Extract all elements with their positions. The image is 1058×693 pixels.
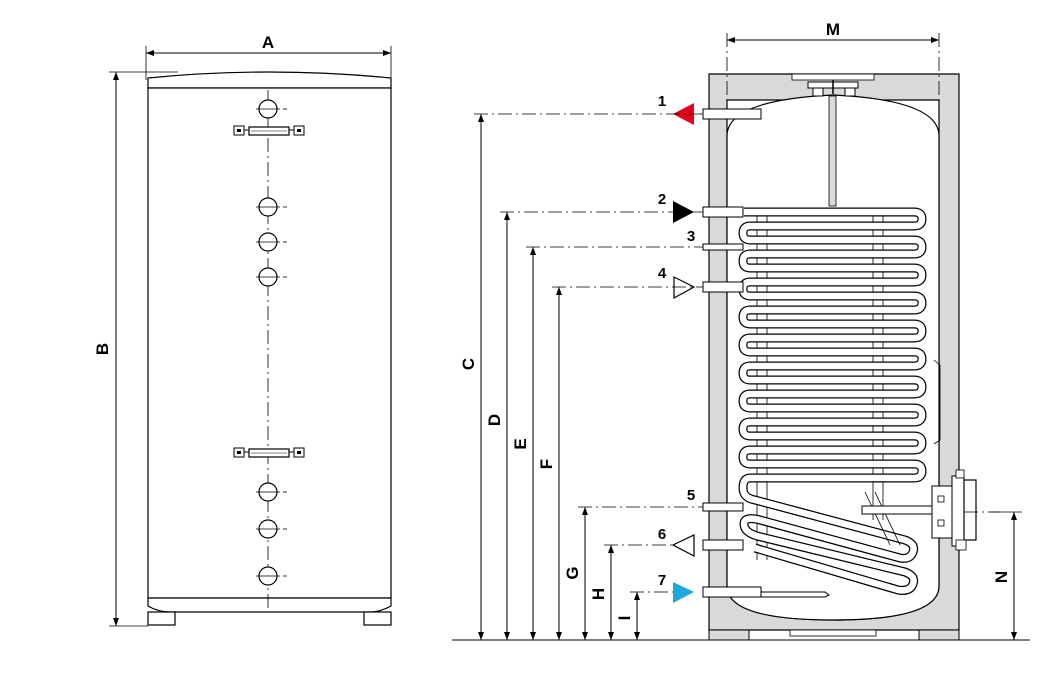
hollow-triangle-icon [671,534,695,557]
dim-label-f: F [537,459,556,469]
red-triangle-left-icon [673,103,694,125]
dim-label-n: N [992,571,1011,583]
dimension-c: C [459,113,703,640]
front-connections [233,99,305,586]
dimension-h: H [589,544,673,640]
connection-7: 7 [658,572,694,603]
dimension-g: G [563,506,703,640]
front-tank-body [147,71,392,626]
section-view: M [452,20,1030,641]
dim-label-m: M [826,20,840,39]
dim-label-i: I [615,616,634,621]
connection-4: 4 [658,265,696,300]
blue-triangle-right-icon [673,582,694,603]
connection-6: 6 [658,526,695,557]
electric-heater-flange [861,469,1000,551]
front-port-circle [256,99,287,119]
dimension-b: B [93,71,178,627]
dimension-i: I [615,591,673,640]
dimension-a: A [145,33,392,80]
connection-number-1: 1 [658,93,666,110]
dimension-n: N [990,511,1022,640]
dimension-m: M [726,20,940,120]
front-sensor-flange [233,447,305,458]
front-port-circle [256,519,287,539]
front-port-circle [256,197,287,217]
dim-label-d: D [485,414,504,426]
dim-label-c: C [459,358,478,370]
front-port-circle [256,482,287,502]
connection-number-5: 5 [687,487,695,504]
front-port-circle [256,267,287,287]
front-port-circle [256,232,287,252]
connection-number-2: 2 [658,191,666,208]
dimension-d: D [485,211,703,640]
dimension-e: E [511,246,703,640]
connection-3: 3 [687,228,695,245]
connection-number-7: 7 [658,572,666,589]
connection-number-4: 4 [658,265,667,282]
connection-1: 1 [658,93,694,125]
connection-number-3: 3 [687,228,695,245]
dim-label-a: A [262,33,274,52]
connection-2: 2 [658,191,694,223]
dim-label-e: E [511,438,530,449]
pipe-stubs [702,108,830,598]
front-port-circle [256,566,287,586]
dim-label-g: G [563,566,582,579]
hollow-triangle-icon [673,276,696,300]
black-triangle-right-icon [673,201,694,223]
dim-label-h: H [589,588,608,600]
front-sensor-flange [233,125,305,136]
front-view: A B [93,33,392,627]
connection-5: 5 [687,487,695,504]
dimension-f: F [537,286,703,640]
connection-number-6: 6 [658,526,666,543]
dim-label-b: B [93,343,112,355]
heat-exchanger-coil [738,207,927,595]
